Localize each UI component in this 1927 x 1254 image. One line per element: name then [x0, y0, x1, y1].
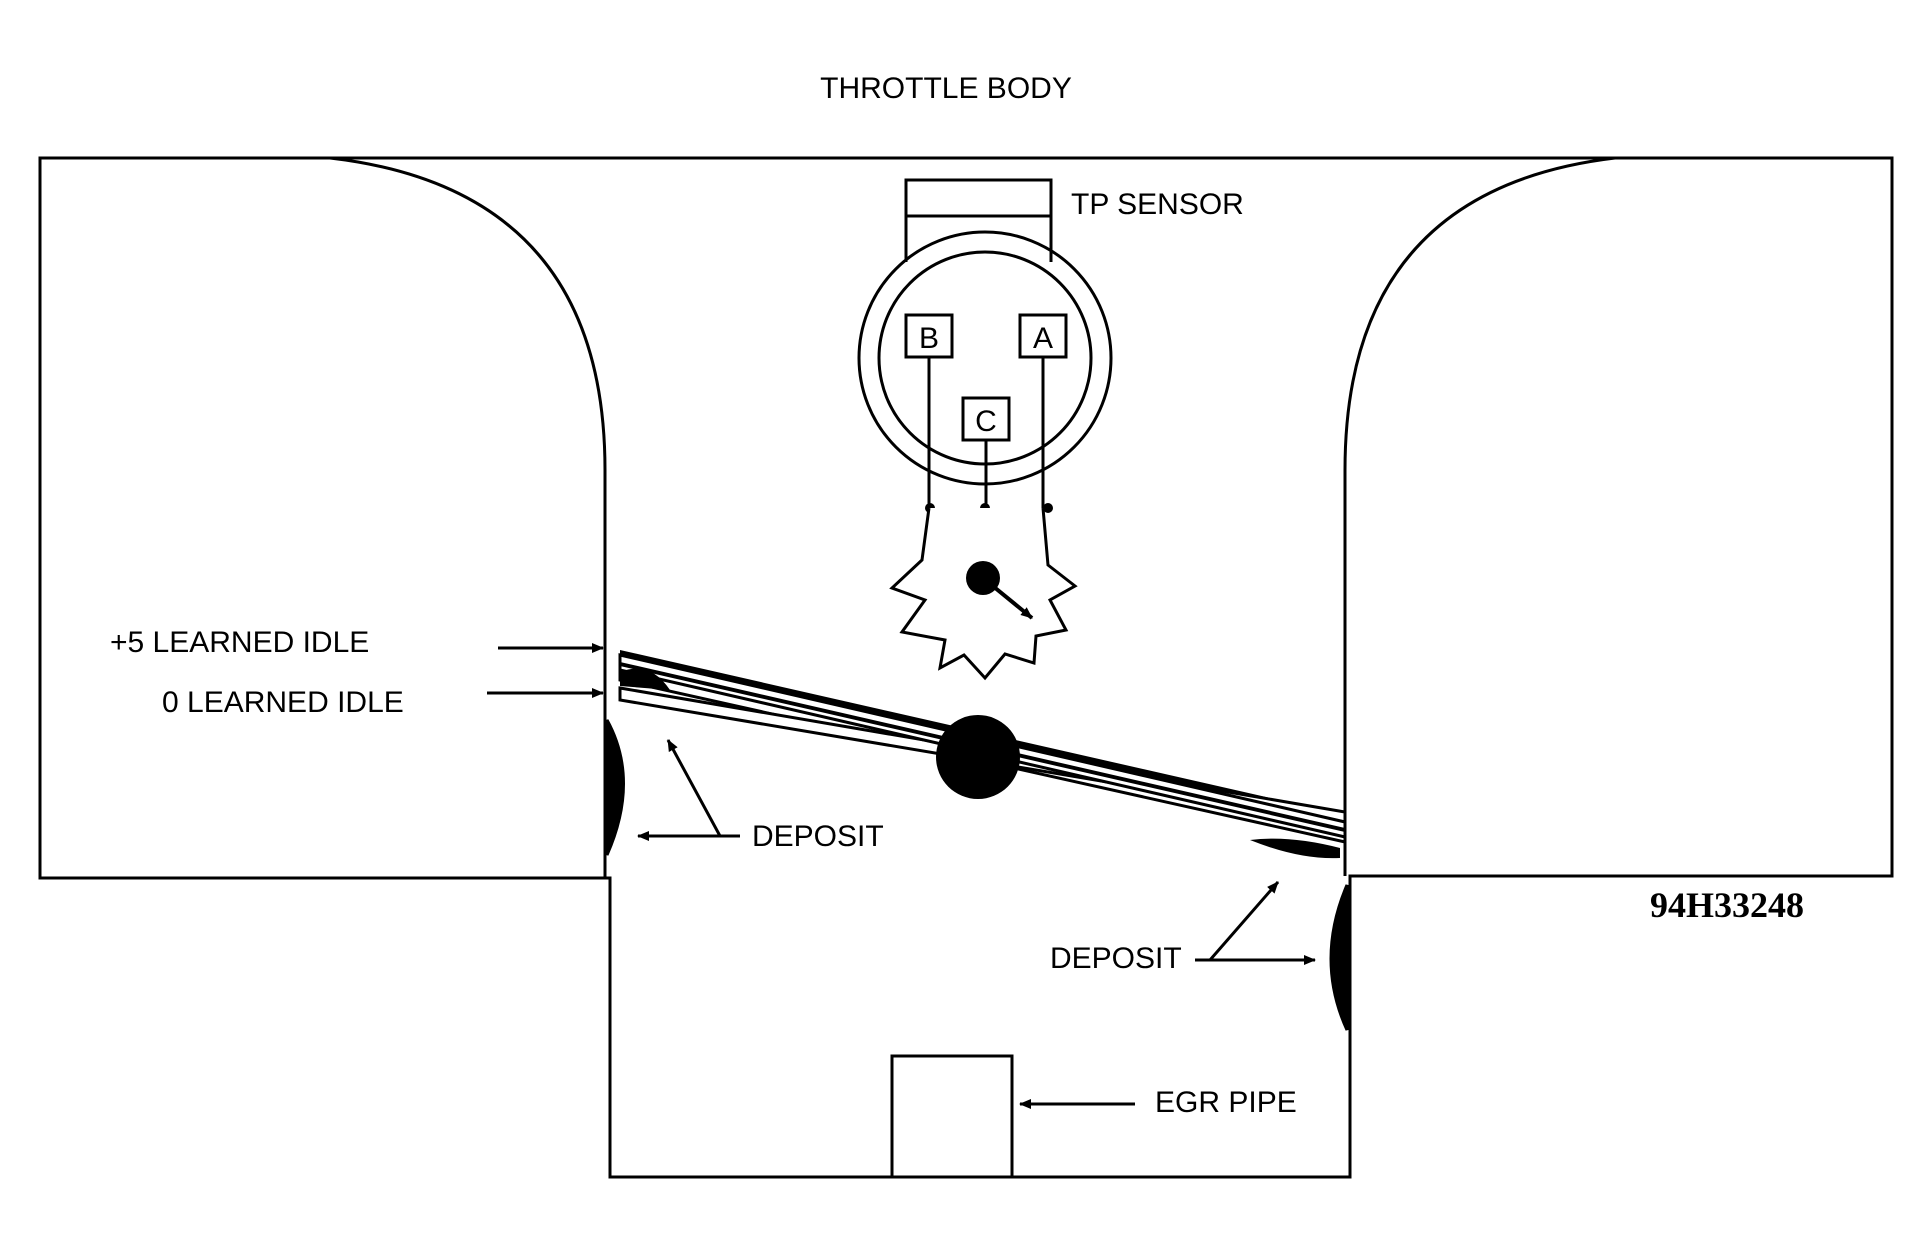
diagram-title: THROTTLE BODY	[820, 72, 1072, 105]
deposit-left-pointer-plate	[666, 739, 740, 838]
right-bore-wall	[1343, 156, 1616, 876]
left-bore-wall	[329, 156, 607, 878]
throttle-body-outline	[38, 156, 1894, 1179]
tp-sensor-label: TP SENSOR	[1071, 188, 1244, 221]
figure-code: 94H33248	[1650, 885, 1804, 925]
deposit-right-label: DEPOSIT	[1050, 942, 1182, 975]
terminal-c-label: C	[975, 405, 997, 438]
egr-pipe	[890, 1054, 1014, 1179]
plus5-learned-idle-label: +5 LEARNED IDLE	[110, 626, 369, 659]
deposit-left-label: DEPOSIT	[752, 820, 884, 853]
terminal-b-label: B	[919, 322, 939, 355]
deposit-right-pointer-plate	[1195, 881, 1280, 962]
deposit-right-plate	[1250, 838, 1340, 859]
deposit-left-wall	[605, 719, 625, 856]
egr-pipe-label: EGR PIPE	[1155, 1086, 1297, 1119]
deposit-left-plate	[620, 668, 670, 690]
deposit-right-wall	[1329, 884, 1349, 1031]
throttle-plate	[618, 650, 1347, 844]
terminal-a-label: A	[1033, 322, 1053, 355]
zero-learned-idle-label: 0 LEARNED IDLE	[162, 686, 404, 719]
tp-sensor: B A C	[857, 178, 1113, 681]
